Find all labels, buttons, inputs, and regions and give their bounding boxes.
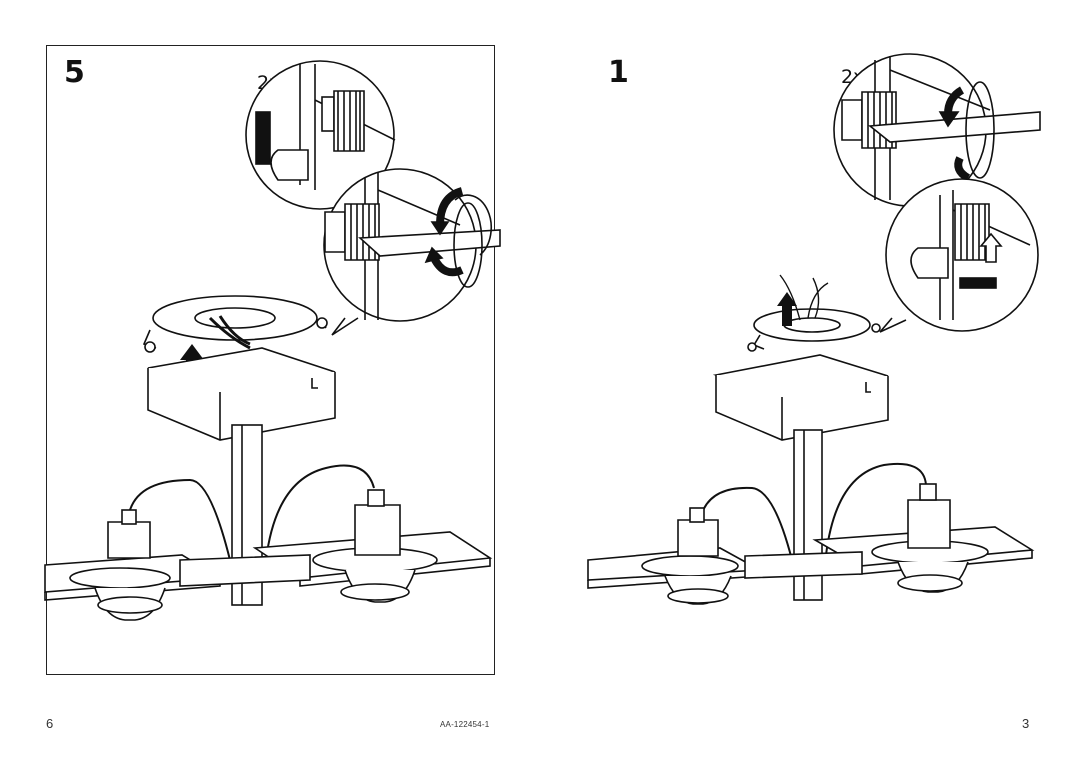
rotate-arrow-icon	[430, 256, 464, 277]
step-5-frame	[46, 45, 495, 675]
page-number-right: 3	[1022, 716, 1030, 731]
detail-circle-top-right	[833, 53, 1041, 207]
screwdriver-icon	[358, 229, 501, 257]
article-code: AA-122454-1	[440, 720, 490, 729]
screw-icon	[954, 203, 990, 261]
step-number-right: 1	[608, 55, 629, 90]
screwdriver-icon	[867, 111, 1041, 143]
arrow-up-icon	[979, 232, 1003, 263]
lamp-arm-left	[44, 509, 223, 621]
mounting-plate-right	[747, 274, 881, 352]
detail-circle-bottom-right	[885, 178, 1039, 332]
bracket-icon	[255, 111, 271, 165]
lamp-arm-right-illus-left	[587, 507, 763, 605]
lamp-arm-right	[252, 489, 493, 603]
detail-circle-top-left	[245, 60, 396, 210]
arrow-up-icon	[777, 292, 797, 326]
rotate-arrow-icon	[436, 187, 464, 226]
lamp-arm-right-illus-right	[812, 483, 1035, 593]
step-number-left: 5	[64, 55, 85, 90]
page-number-left: 6	[46, 716, 54, 731]
canopy-box-left	[147, 347, 336, 441]
detail-circle-bottom-left	[323, 168, 501, 322]
mounting-plate-left	[142, 295, 328, 353]
screw-icon	[324, 203, 380, 261]
left-illustration	[44, 60, 501, 621]
right-illustration	[587, 53, 1041, 605]
screw-icon	[321, 90, 365, 152]
canopy-box-right	[712, 354, 889, 441]
